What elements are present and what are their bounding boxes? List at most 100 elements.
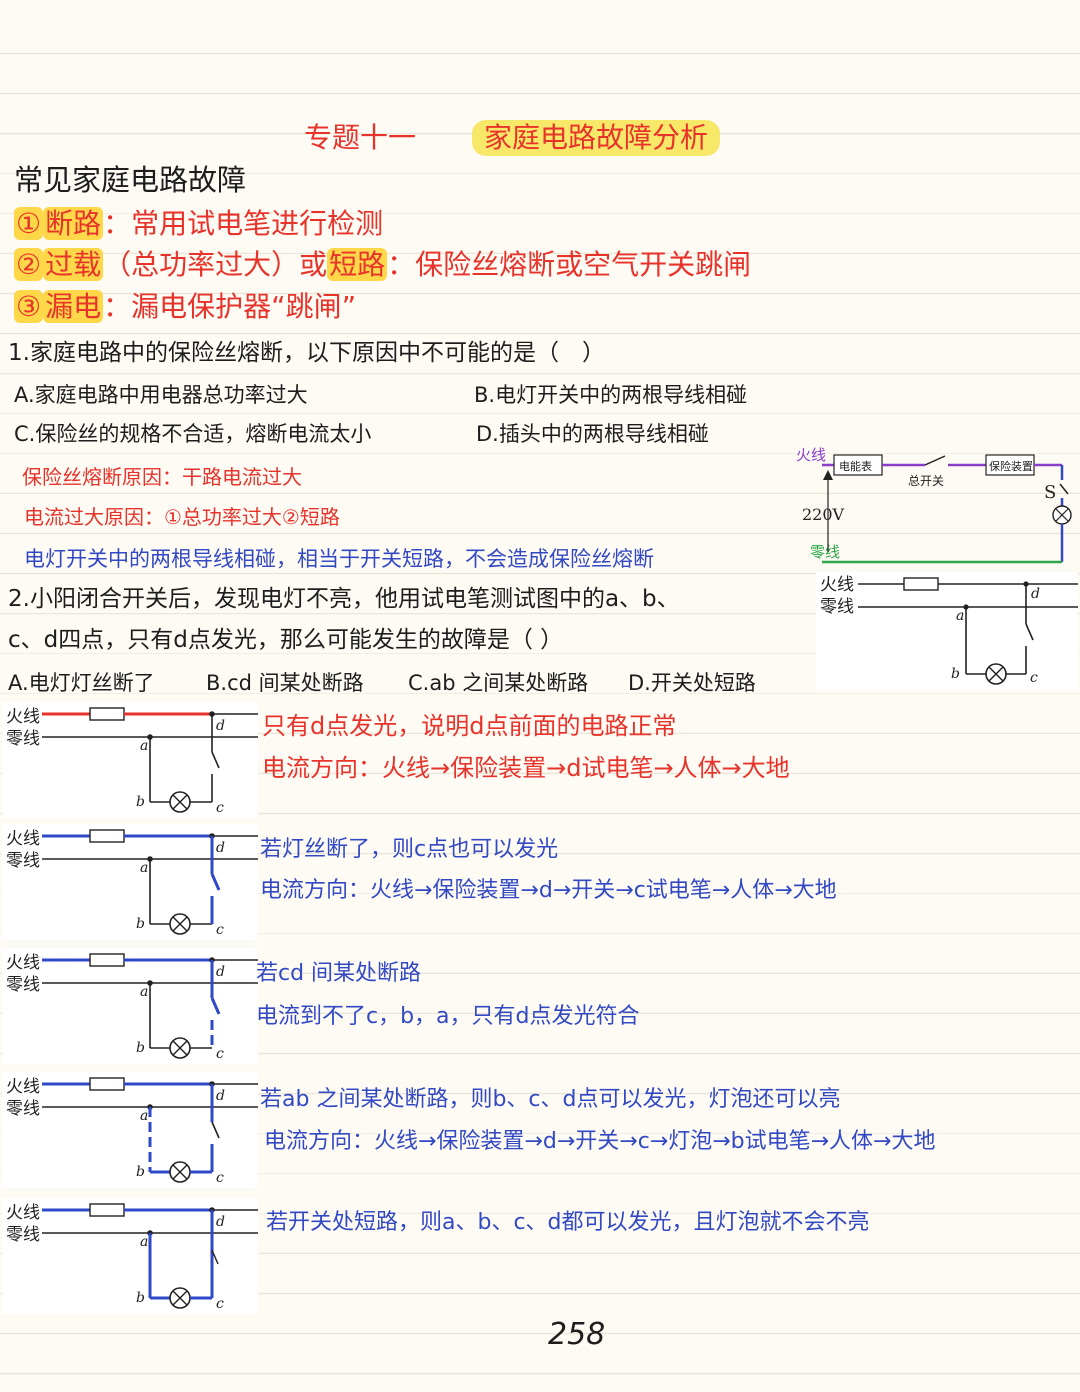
- point-d: d: [216, 718, 225, 734]
- point-d: d: [216, 964, 225, 980]
- q1-option-b: B.电灯开关中的两根导线相碰: [474, 383, 748, 407]
- voltage-label: 220V: [802, 505, 845, 524]
- point-a: a: [140, 984, 148, 1000]
- point-c: c: [1030, 670, 1038, 686]
- fuse-icon: [89, 707, 125, 721]
- point-c: c: [216, 1046, 224, 1062]
- live-label: 火线: [6, 707, 40, 727]
- q2-option-d: D.开关处短路: [628, 671, 756, 695]
- point-c: c: [216, 1170, 224, 1186]
- fuse-icon: [89, 953, 125, 967]
- switch-blade: [211, 1249, 219, 1265]
- point-b: b: [136, 1040, 145, 1056]
- fault-desc: 漏电保护器“跳闸”: [131, 290, 357, 323]
- point-c: c: [216, 800, 224, 816]
- fault-name: 过载: [43, 248, 104, 281]
- switch-blade: [211, 751, 220, 769]
- neutral-label: 零线: [6, 851, 40, 871]
- analysis-1-line-2: 电流方向：火线→保险装置→d试电笔→人体→大地: [262, 754, 790, 782]
- analysis-5-line-1: 若开关处短路，则a、b、c、d都可以发光，且灯泡就不会不亮: [266, 1210, 870, 1235]
- switch-blade: [210, 873, 221, 891]
- q2-stem-line2: c、d四点，只有d点发光，那么可能发生的故障是（ ）: [8, 627, 564, 653]
- circuit-neutral-label: 零线: [810, 543, 840, 561]
- fuse-icon: [89, 1077, 125, 1091]
- q1-stem: 1.家庭电路中的保险丝熔断，以下原因中不可能的是（ ）: [8, 340, 605, 366]
- lamp-cross: [172, 1040, 188, 1056]
- neutral-label: 零线: [820, 597, 854, 617]
- fuse-icon: [89, 1203, 125, 1217]
- fault-num: ①: [14, 207, 44, 240]
- q2-option-c: C.ab 之间某处断路: [408, 671, 589, 695]
- point-c: c: [216, 1296, 224, 1312]
- lamp-cross: [172, 1164, 188, 1180]
- q1-option-c: C.保险丝的规格不合适，熔断电流太小: [14, 422, 372, 446]
- point-b: b: [136, 794, 145, 810]
- point-b: b: [136, 1164, 145, 1180]
- point-d: d: [216, 1214, 225, 1230]
- fault-name: 漏电: [43, 290, 104, 323]
- live-label: 火线: [6, 829, 40, 849]
- fault-desc: 常用试电笔进行检测: [131, 207, 384, 240]
- section-title: 常见家庭电路故障: [14, 163, 247, 197]
- fault-name: 断路: [43, 207, 104, 240]
- neutral-label: 零线: [6, 1225, 40, 1245]
- live-label: 火线: [6, 1077, 40, 1097]
- analysis-1-line-1: 只有d点发光，说明d点前面的电路正常: [262, 712, 677, 740]
- q2-reference-svg: 火线 零线 a b c d: [820, 575, 1078, 686]
- point-b: b: [136, 1290, 145, 1306]
- point-b: b: [951, 666, 960, 682]
- point-d: d: [216, 1088, 225, 1104]
- main-switch-label: 总开关: [908, 474, 944, 488]
- point-d: d: [216, 840, 225, 856]
- protector-label: 保险装置: [989, 459, 1033, 473]
- meter-label: 电能表: [839, 459, 872, 473]
- live-label: 火线: [820, 575, 854, 595]
- main-switch: [924, 455, 946, 466]
- lamp-cross: [172, 916, 188, 932]
- q2-stem-line1: 2.小阳闭合开关后，发现电灯不亮，他用试电笔测试图中的a、b、: [8, 586, 680, 612]
- analysis-3-line-1: 若cd 间某处断路: [256, 961, 422, 986]
- q1-note-red-1: 保险丝熔断原因：干路电流过大: [22, 465, 302, 489]
- point-c: c: [216, 922, 224, 938]
- fault-num: ②: [14, 248, 44, 281]
- q2-reference-diagram: 火线 零线 a b c d: [816, 572, 1078, 690]
- fault-desc: 保险丝熔断或空气开关跳闸: [415, 248, 752, 281]
- fault-sep: ：: [103, 290, 132, 323]
- switch-blade: [210, 997, 221, 1015]
- live-label: 火线: [6, 953, 40, 973]
- fault-sep: ：: [103, 207, 132, 240]
- analysis-2-line-2: 电流方向：火线→保险装置→d→开关→c试电笔→人体→大地: [260, 878, 837, 903]
- s-label: S: [1044, 482, 1056, 503]
- point-a: a: [140, 1234, 148, 1250]
- topic-number: 专题十一: [304, 121, 417, 154]
- fault-num: ③: [14, 290, 44, 323]
- circuit-live-label: 火线: [796, 446, 826, 464]
- point-d: d: [1031, 586, 1040, 602]
- q2-option-b: B.cd 间某处断路: [206, 671, 364, 695]
- point-a: a: [956, 608, 964, 624]
- q1-option-a: A.家庭电路中用电器总功率过大: [14, 383, 308, 407]
- fault-sep: ：: [387, 248, 416, 281]
- q1-option-d: D.插头中的两根导线相碰: [476, 422, 709, 446]
- q1-note-blue: 电灯开关中的两根导线相碰，相当于开关短路，不会造成保险丝熔断: [24, 547, 654, 571]
- point-a: a: [140, 738, 148, 754]
- lamp-cross: [172, 794, 188, 810]
- household-circuit-diagram: 火线 电能表 总开关 保险装置 S 零线 220V: [796, 446, 1072, 564]
- neutral-label: 零线: [6, 1099, 40, 1119]
- page-title: 家庭电路故障分析: [472, 120, 721, 156]
- q2-option-a: A.电灯灯丝断了: [8, 671, 155, 695]
- point-a: a: [140, 860, 148, 876]
- fuse-icon: [89, 829, 125, 843]
